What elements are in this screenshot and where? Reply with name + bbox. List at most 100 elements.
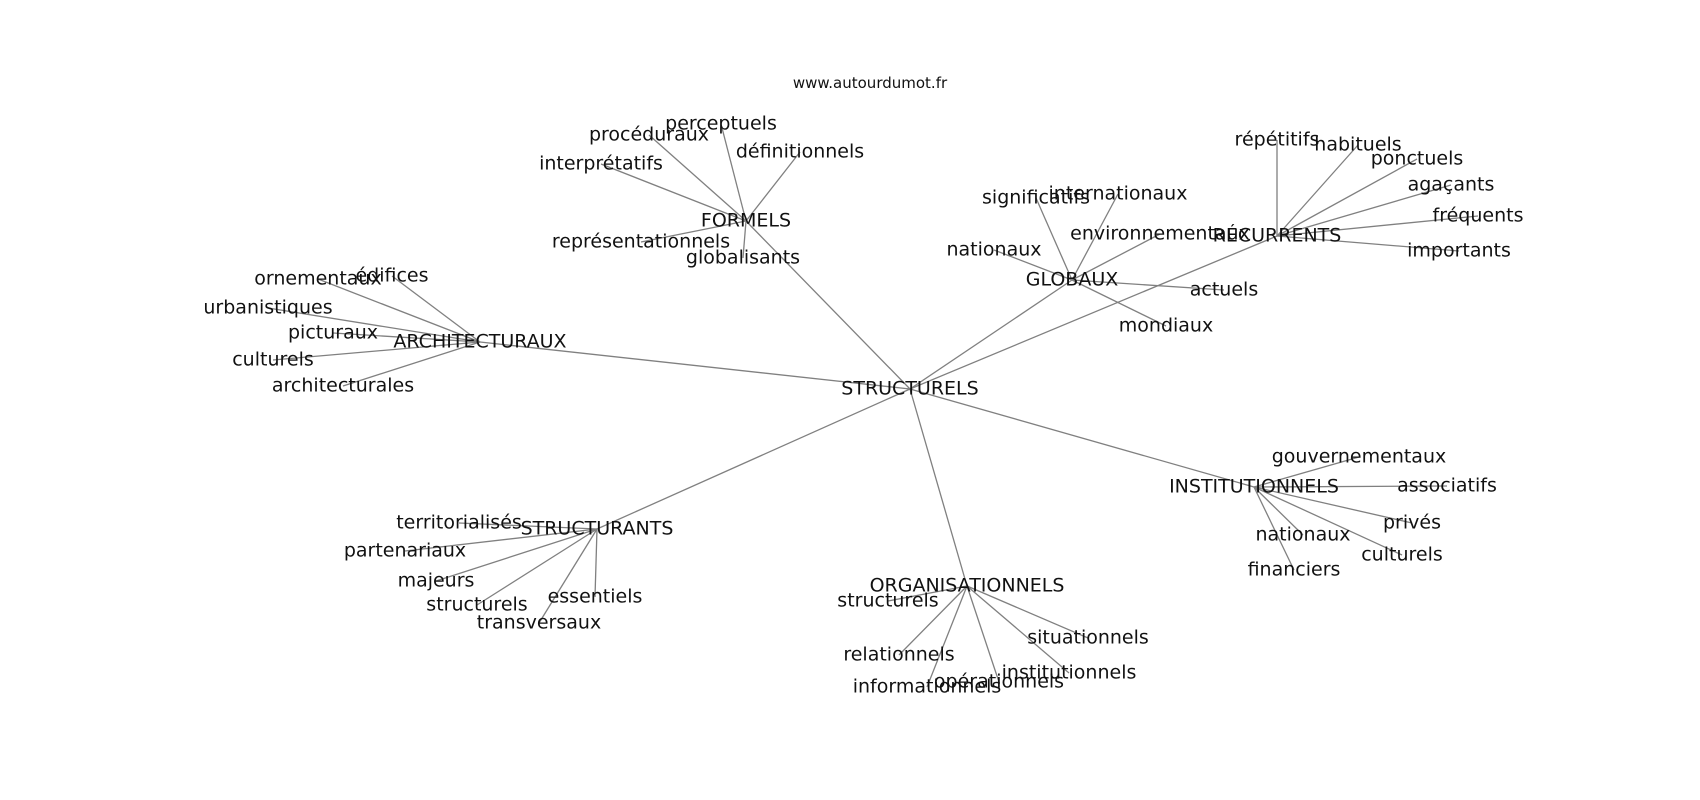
word-node-label[interactable]: majeurs <box>398 570 475 592</box>
edge-group-1-word-2 <box>267 307 481 343</box>
group-node-label[interactable]: FORMELS <box>701 210 791 232</box>
edge-group-3-word-4 <box>1276 215 1479 237</box>
group-node-label[interactable]: RÉCURRENTS <box>1213 224 1342 247</box>
source-url: www.autourdumot.fr <box>793 74 948 92</box>
word-node-label[interactable]: essentiels <box>548 586 643 608</box>
edge-group-4-word-3 <box>1253 486 1304 536</box>
edge-group-3-word-5 <box>1276 235 1460 252</box>
edge-group-6-word-5 <box>926 585 968 688</box>
word-node-label[interactable]: structurels <box>426 594 527 616</box>
word-node-label[interactable]: représentationnels <box>552 231 730 253</box>
edge-center-group-1 <box>479 341 911 390</box>
edge-group-6-word-0 <box>887 585 968 602</box>
word-node-label[interactable]: significatifs <box>982 187 1090 209</box>
word-node-label[interactable]: culturels <box>232 349 314 371</box>
edge-group-2-word-1 <box>1035 197 1073 281</box>
center-node-label[interactable]: STRUCTURELS <box>841 378 978 400</box>
edge-group-5-word-1 <box>404 528 598 552</box>
edge-group-6-word-4 <box>966 585 1000 683</box>
word-node-label[interactable]: transversaux <box>477 612 601 634</box>
word-node-label[interactable]: interprétatifs <box>539 153 663 175</box>
edges-layer <box>267 123 1479 688</box>
word-node-label[interactable]: financiers <box>1248 559 1341 581</box>
edge-group-0-word-3 <box>600 163 747 222</box>
group-node-label[interactable]: ORGANISATIONNELS <box>870 575 1065 597</box>
word-node-label[interactable]: nationaux <box>1255 524 1350 546</box>
word-node-label[interactable]: habituels <box>1314 134 1401 156</box>
edge-group-4-word-1 <box>1253 485 1448 488</box>
word-node-label[interactable]: culturels <box>1361 544 1443 566</box>
edge-group-2-word-0 <box>1071 193 1119 281</box>
edge-group-2-word-4 <box>1071 279 1225 291</box>
word-node-label[interactable]: institutionnels <box>1002 662 1137 684</box>
word-node-label[interactable]: perceptuels <box>665 113 777 135</box>
edge-center-group-4 <box>909 388 1255 488</box>
word-node-label[interactable]: fréquents <box>1433 205 1524 227</box>
word-node-label[interactable]: territorialisés <box>396 512 522 534</box>
word-node-label[interactable]: nationaux <box>946 239 1041 261</box>
word-node-label[interactable]: procéduraux <box>589 124 709 146</box>
edge-group-0-word-1 <box>648 134 747 222</box>
group-node-label[interactable]: INSTITUTIONNELS <box>1169 476 1339 498</box>
edge-group-2-word-3 <box>993 249 1073 281</box>
edge-group-1-word-4 <box>272 341 481 361</box>
edge-group-6-word-3 <box>966 585 1070 674</box>
edge-group-5-word-3 <box>476 528 598 606</box>
word-node-label[interactable]: internationaux <box>1049 183 1188 205</box>
edge-group-5-word-5 <box>538 528 598 624</box>
edge-group-6-word-1 <box>966 585 1089 639</box>
edge-group-1-word-5 <box>342 341 481 387</box>
word-node-label[interactable]: gouvernementaux <box>1272 446 1447 468</box>
edge-group-4-word-4 <box>1253 486 1403 556</box>
word-node-label[interactable]: environnementaux <box>1070 223 1250 245</box>
group-node-label[interactable]: GLOBAUX <box>1026 269 1119 291</box>
labels-layer: STRUCTURELS FORMELS perceptuelsprocéduraux… <box>203 113 1523 698</box>
word-node-label[interactable]: répétitifs <box>1235 129 1320 151</box>
word-node-label[interactable]: globalisants <box>686 247 800 269</box>
group-node-label[interactable]: STRUCTURANTS <box>521 518 674 540</box>
edge-center-group-0 <box>745 220 911 390</box>
word-node-label[interactable]: relationnels <box>843 644 954 666</box>
word-node-label[interactable]: mondiaux <box>1119 315 1213 337</box>
word-node-label[interactable]: ornementaux <box>254 268 381 290</box>
edge-group-5-word-0 <box>458 522 598 530</box>
word-node-label[interactable]: ponctuels <box>1371 148 1464 170</box>
edge-group-2-word-5 <box>1071 279 1167 327</box>
edge-group-4-word-0 <box>1253 456 1360 488</box>
word-node-label[interactable]: associatifs <box>1397 475 1497 497</box>
edge-group-2-word-2 <box>1071 233 1161 281</box>
edge-group-1-word-1 <box>317 278 481 343</box>
edge-center-group-2 <box>909 279 1073 390</box>
edge-group-1-word-0 <box>391 275 481 343</box>
edge-center-group-6 <box>909 388 968 587</box>
word-node-label[interactable]: partenariaux <box>344 540 466 562</box>
edge-group-5-word-2 <box>435 528 598 582</box>
edge-group-4-word-5 <box>1253 486 1295 571</box>
word-node-label[interactable]: urbanistiques <box>203 297 332 319</box>
edge-group-0-word-2 <box>745 151 801 222</box>
edge-center-group-3 <box>909 235 1278 390</box>
word-node-label[interactable]: informationnels <box>853 676 1002 698</box>
word-node-label[interactable]: privés <box>1383 512 1441 534</box>
word-node-label[interactable]: architecturales <box>272 375 414 397</box>
word-node-label[interactable]: picturaux <box>288 322 378 344</box>
edge-group-6-word-2 <box>898 585 968 656</box>
edge-group-0-word-5 <box>742 220 747 259</box>
edge-group-1-word-3 <box>332 332 481 343</box>
edge-group-5-word-4 <box>594 528 598 598</box>
group-node-label[interactable]: ARCHITECTURAUX <box>393 331 566 353</box>
edge-group-3-word-3 <box>1276 184 1452 237</box>
edge-center-group-5 <box>596 388 911 530</box>
edge-group-0-word-4 <box>640 220 747 243</box>
word-node-label[interactable]: opérationnels <box>934 671 1064 693</box>
edge-group-3-word-1 <box>1276 144 1359 237</box>
word-node-label[interactable]: définitionnels <box>736 141 864 163</box>
word-node-label[interactable]: structurels <box>837 590 938 612</box>
word-node-label[interactable]: importants <box>1407 240 1511 262</box>
word-node-label[interactable]: édifices <box>355 265 428 287</box>
edge-group-0-word-0 <box>720 123 747 222</box>
word-node-label[interactable]: actuels <box>1190 279 1258 301</box>
word-node-label[interactable]: agaçants <box>1408 174 1495 196</box>
word-node-label[interactable]: situationnels <box>1027 627 1149 649</box>
